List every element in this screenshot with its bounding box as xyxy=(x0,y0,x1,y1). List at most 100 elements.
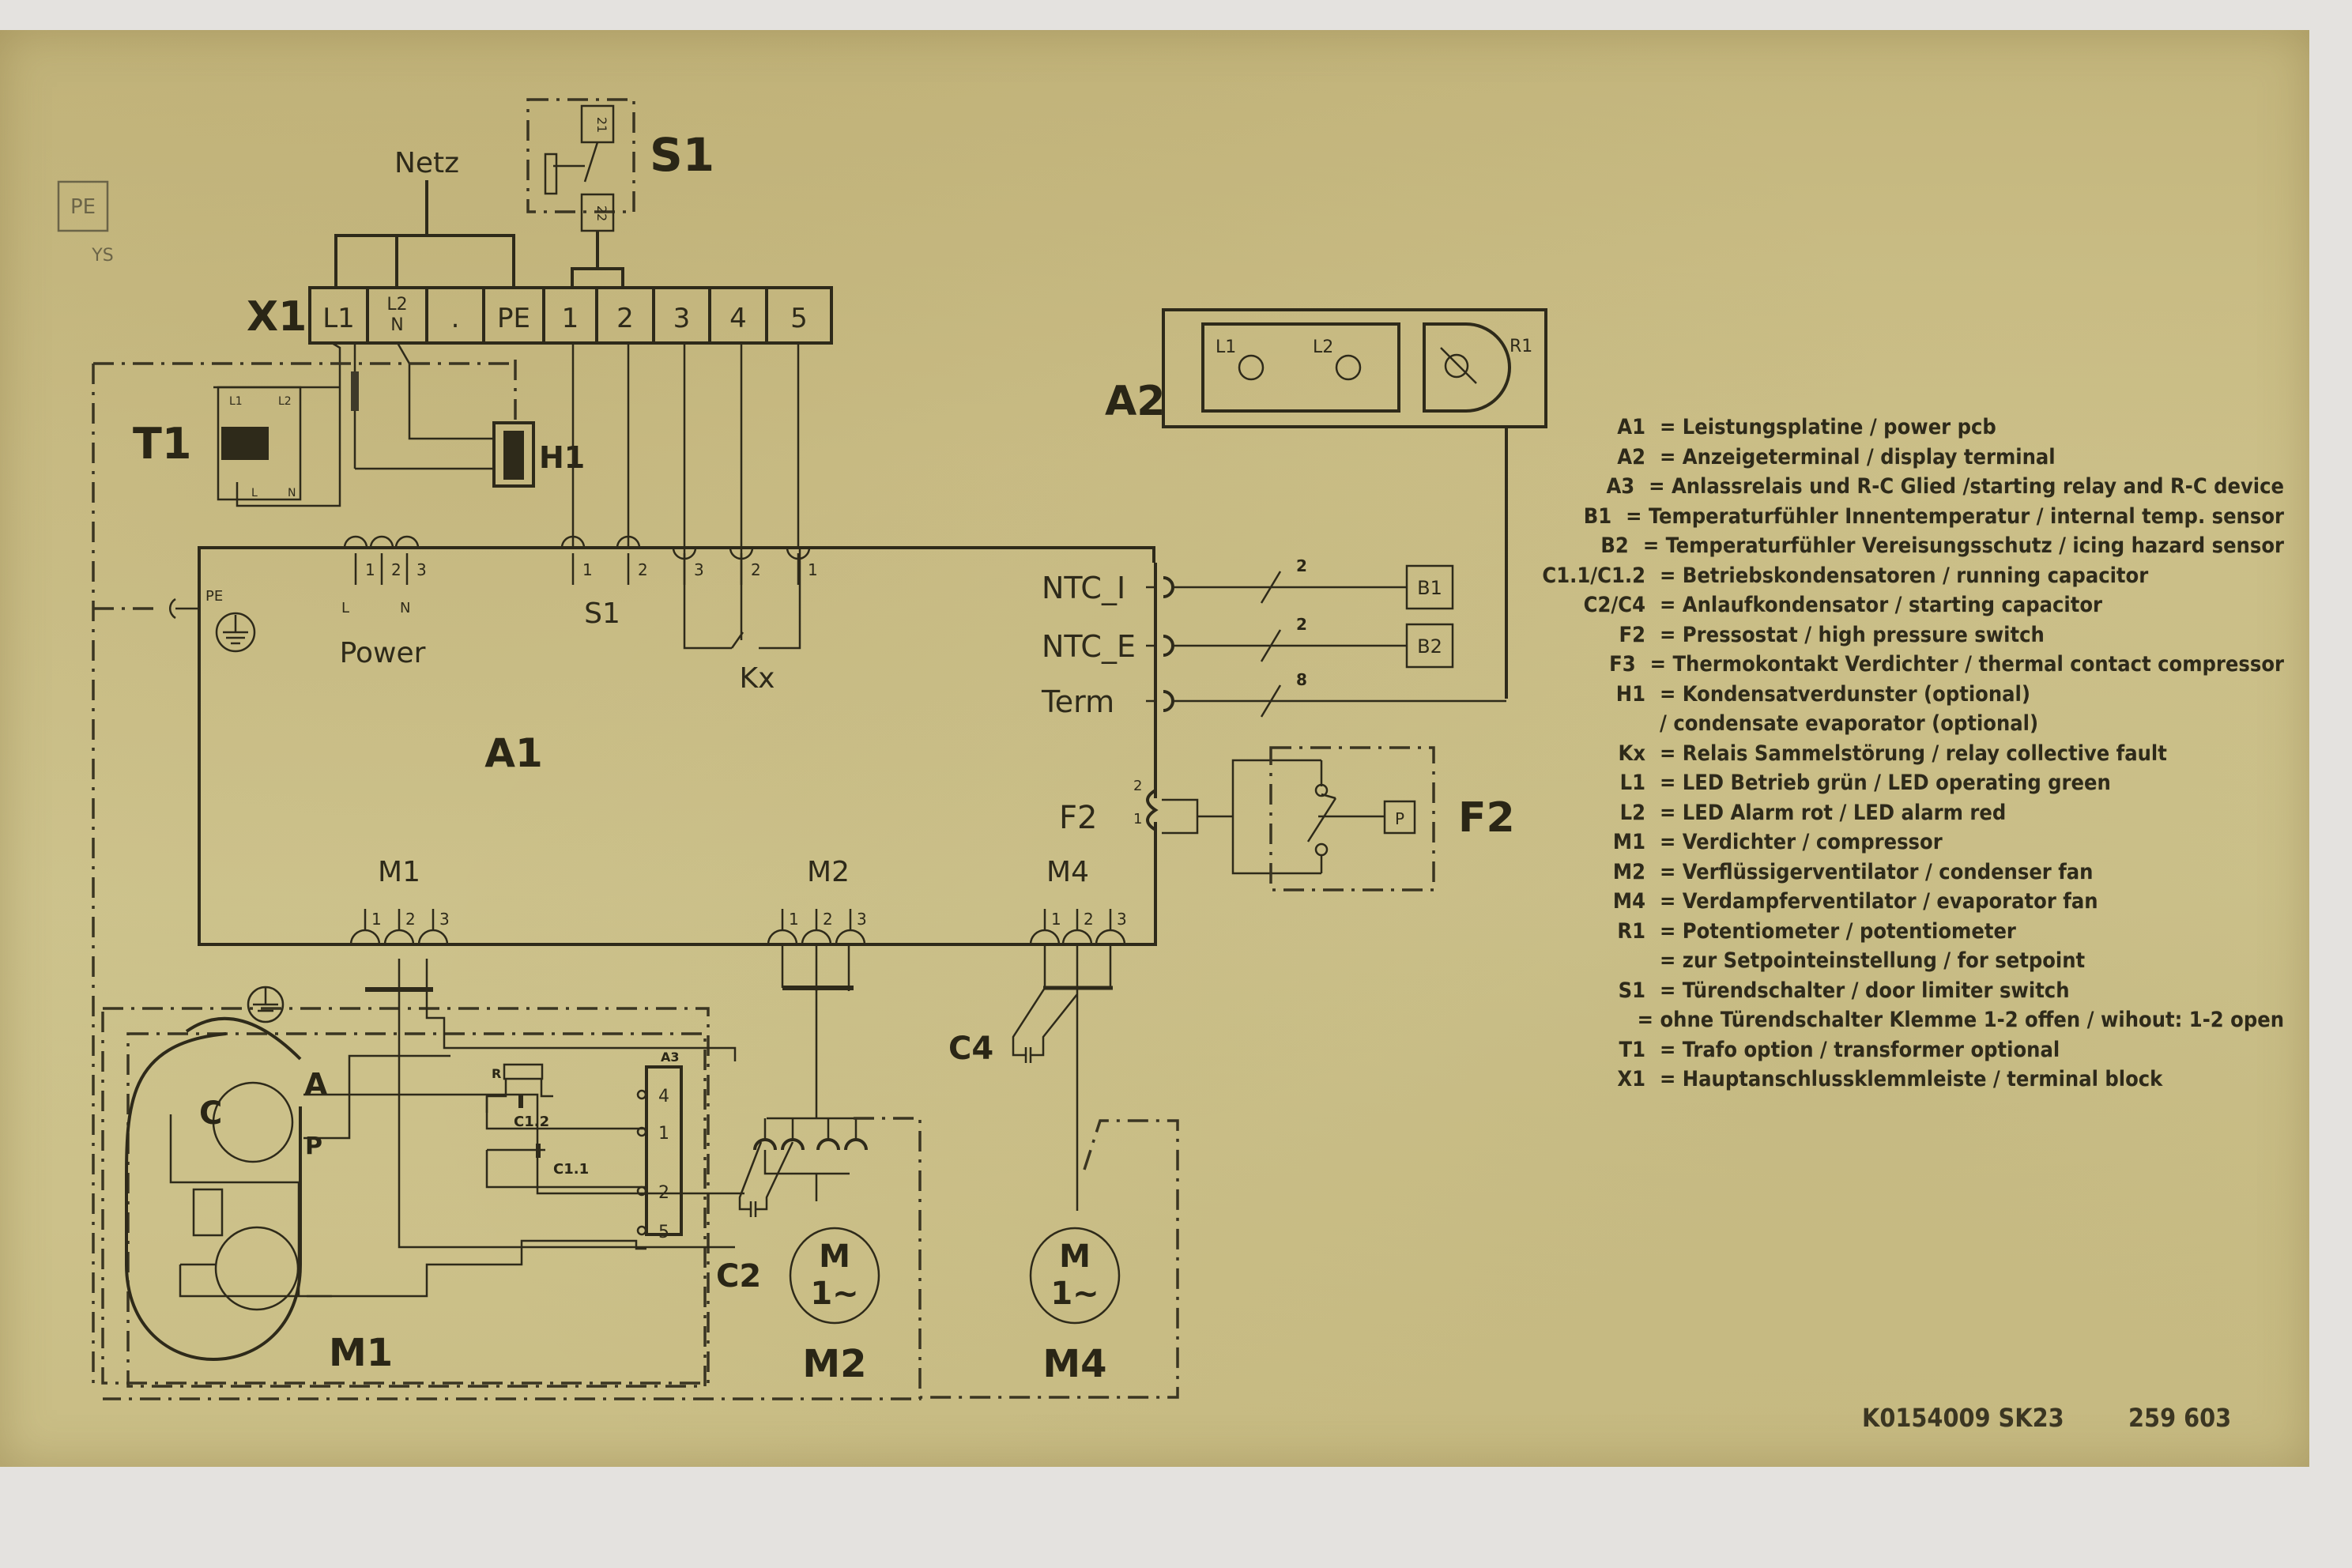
x1-terminal-7: 4 xyxy=(729,303,747,334)
legend-code: B1 xyxy=(1583,503,1612,529)
legend-code: R1 xyxy=(1617,918,1645,944)
s1_group-pin-1: 2 xyxy=(638,560,648,579)
netz-label: Netz xyxy=(394,147,459,179)
f2-connector-label: F2 xyxy=(1059,800,1097,836)
a3-pin: 2 xyxy=(658,1183,669,1203)
m2-motor-phase: 1~ xyxy=(810,1276,858,1312)
t1-pin-l1: L1 xyxy=(229,395,243,408)
m2-motor-m: M xyxy=(819,1238,850,1275)
s1-label: S1 xyxy=(650,128,714,182)
connector-pin xyxy=(616,535,641,548)
x1-terminal-2: . xyxy=(451,303,460,334)
legend-row: M2= Verflüssigerventilator / condenser f… xyxy=(1541,858,2284,888)
power_group-pin-0: 1 xyxy=(365,560,375,579)
m4-evaporator-fan-block: C4 M 1~ M4 xyxy=(920,944,1179,1399)
pe-box: PE YS xyxy=(57,180,114,266)
legend-code xyxy=(1541,946,1660,976)
legend-text: = Temperaturfühler Innentemperatur / int… xyxy=(1626,503,2284,529)
motor-pin: 1 xyxy=(789,910,799,929)
t1-pin-l: L xyxy=(251,487,258,499)
m1-terminal-a: A xyxy=(304,1067,328,1102)
c12-label: C1.2 xyxy=(514,1114,549,1130)
a3-pin: 5 xyxy=(658,1223,669,1242)
legend-text: = Verflüssigerventilator / condenser fan xyxy=(1660,859,2094,884)
legend-code: F3 xyxy=(1609,652,1636,677)
legend-row: R1= Potentiometer / potentiometer xyxy=(1541,917,2284,947)
legend-row: C2/C4= Anlaufkondensator / starting capa… xyxy=(1541,590,2284,620)
a3-pin: 1 xyxy=(658,1124,669,1144)
connector-pin xyxy=(369,535,394,548)
legend-text: = LED Alarm rot / LED alarm red xyxy=(1660,800,2007,825)
m2-block-label: M2 xyxy=(802,1342,866,1386)
legend-text: = Verdampferventilator / evaporator fan xyxy=(1660,889,2098,914)
legend-row: C1.1/C1.2= Betriebskondensatoren / runni… xyxy=(1541,561,2284,591)
legend-row: F3= Thermokontakt Verdichter / thermal c… xyxy=(1541,650,2284,680)
sensor-b2 xyxy=(1405,623,1454,669)
legend-row: F2 = Pressostat / high pressure switch xyxy=(1541,620,2284,650)
x1-terminal-3: PE xyxy=(497,303,530,334)
legend-row: L2 = LED Alarm rot / LED alarm red xyxy=(1541,798,2284,828)
t1-label: T1 xyxy=(133,419,191,469)
motor-pin: 2 xyxy=(405,910,416,929)
motor-pin: 3 xyxy=(1117,910,1127,929)
pe-connector-label: PE xyxy=(205,588,223,605)
legend-code: M4 xyxy=(1612,889,1645,914)
legend-code: A2 xyxy=(1617,444,1645,469)
legend-text: = Türendschalter / door limiter switch xyxy=(1660,978,2070,1003)
power_group-pin-1: 2 xyxy=(391,560,401,579)
r-label: R xyxy=(492,1066,501,1081)
a2-r1-label: R1 xyxy=(1510,337,1532,356)
legend-code: L1 xyxy=(1619,771,1645,795)
sensor-target-label: B2 xyxy=(1417,635,1442,658)
legend-text: = zur Setpointeinstellung / for setpoint xyxy=(1660,948,2086,973)
s1-pin-bottom: 22 xyxy=(594,205,609,221)
sensor-connector-label: Term xyxy=(1041,684,1114,719)
potentiometer-icon xyxy=(1423,322,1511,413)
motor-pin: 1 xyxy=(371,910,382,929)
f2-label: F2 xyxy=(1458,794,1515,842)
x1-terminal-4: 1 xyxy=(562,303,579,334)
legend-text: = ohne Türendschalter Klemme 1-2 offen /… xyxy=(1637,1008,2284,1032)
wire-count: 2 xyxy=(1296,556,1307,575)
part-number: 259 603 xyxy=(2128,1403,2232,1433)
s1-pin-top: 21 xyxy=(594,117,609,133)
legend-text: = Verdichter / compressor xyxy=(1660,830,1943,854)
legend-row: A1= Leistungsplatine / power pcb xyxy=(1541,413,2284,443)
f2-pressure-label: P xyxy=(1395,809,1404,828)
legend-code: L2 xyxy=(1619,800,1645,825)
legend-text: / condensate evaporator (optional) xyxy=(1660,711,2039,736)
m1-terminal-p: P xyxy=(305,1133,322,1160)
sensor-b1 xyxy=(1405,564,1454,610)
connector-pin xyxy=(560,535,586,548)
legend-row: = zur Setpointeinstellung / for setpoint xyxy=(1541,946,2284,976)
legend-row: S1= Türendschalter / door limiter switch xyxy=(1541,976,2284,1006)
legend-text: = Pressostat / high pressure switch xyxy=(1660,622,2045,647)
kx-label: Kx xyxy=(740,662,775,695)
legend-code: C1.1/C1.2 xyxy=(1542,563,1645,588)
legend-row: H1= Kondensatverdunster (optional) xyxy=(1541,680,2284,710)
legend-code: F2 xyxy=(1619,622,1646,647)
doc-number: K0154009 SK23 xyxy=(1862,1403,2064,1433)
sensor-connector-label: NTC_I xyxy=(1042,571,1125,605)
legend-code: A1 xyxy=(1617,415,1645,439)
kx_group-pin-0: 3 xyxy=(694,560,704,579)
m4-motor-m: M xyxy=(1059,1238,1091,1275)
legend-text: = Relais Sammelstörung / relay collectiv… xyxy=(1660,741,2167,766)
motor-connector-label: M1 xyxy=(378,856,420,888)
legend-text: = LED Betrieb grün / LED operating green xyxy=(1660,771,2111,795)
a2-label: A2 xyxy=(1105,378,1165,425)
legend-code: B2 xyxy=(1600,533,1629,558)
legend-code: H1 xyxy=(1615,681,1645,707)
kx_group-pin-1: 2 xyxy=(751,560,761,579)
legend-row: L1 = LED Betrieb grün / LED operating gre… xyxy=(1541,768,2284,798)
t1-pin-l2: L2 xyxy=(278,395,292,408)
power-sub-l: L xyxy=(341,600,349,616)
m1-terminal-c: C xyxy=(199,1095,222,1132)
f2-pin-2: 2 xyxy=(1133,778,1142,794)
motor-pin: 2 xyxy=(823,910,833,929)
